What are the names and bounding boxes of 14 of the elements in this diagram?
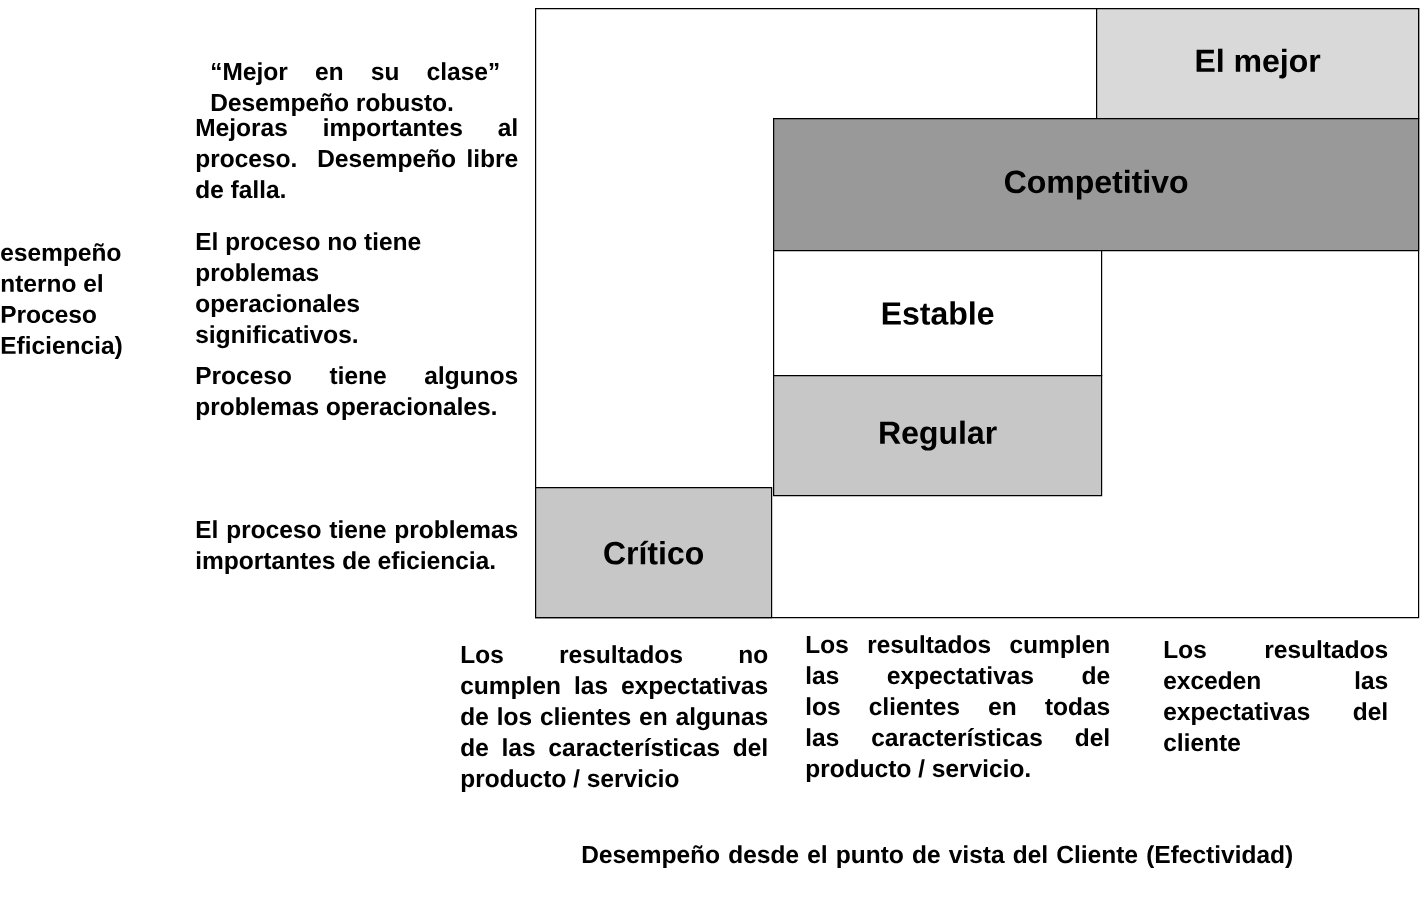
axis-label: esempeño nterno el Proceso Eficiencia) bbox=[1, 243, 122, 359]
description-text: El proceso no tiene problemas operacionales significativos. bbox=[196, 232, 421, 349]
description-text: Los resultados cumplen las expectativas de los clientes en todas las características del producto / servicio. bbox=[806, 635, 1110, 783]
level-box: Competitivo bbox=[773, 118, 1420, 252]
level-box: Regular bbox=[773, 375, 1103, 497]
level-box: Crítico bbox=[535, 487, 773, 619]
axis-label: Desempeño desde el punto de vista del Cliente (Efectividad) bbox=[582, 845, 1292, 869]
description-text: Proceso tiene algunos problemas operacionales. bbox=[196, 366, 518, 421]
level-box: Estable bbox=[773, 250, 1103, 377]
description-text: Los resultados no cumplen las expectativas de los clientes en algunas de las características del producto / servicio bbox=[461, 645, 768, 793]
description-text: Los resultados exceden las expectativas del cliente bbox=[1164, 640, 1388, 752]
description-text: Mejoras importantes al proceso. Desempeño libre de falla. bbox=[196, 118, 518, 199]
description-text: “Mejor en su clase” Desempeño robusto. bbox=[211, 62, 499, 117]
level-box: El mejor bbox=[1096, 8, 1420, 120]
